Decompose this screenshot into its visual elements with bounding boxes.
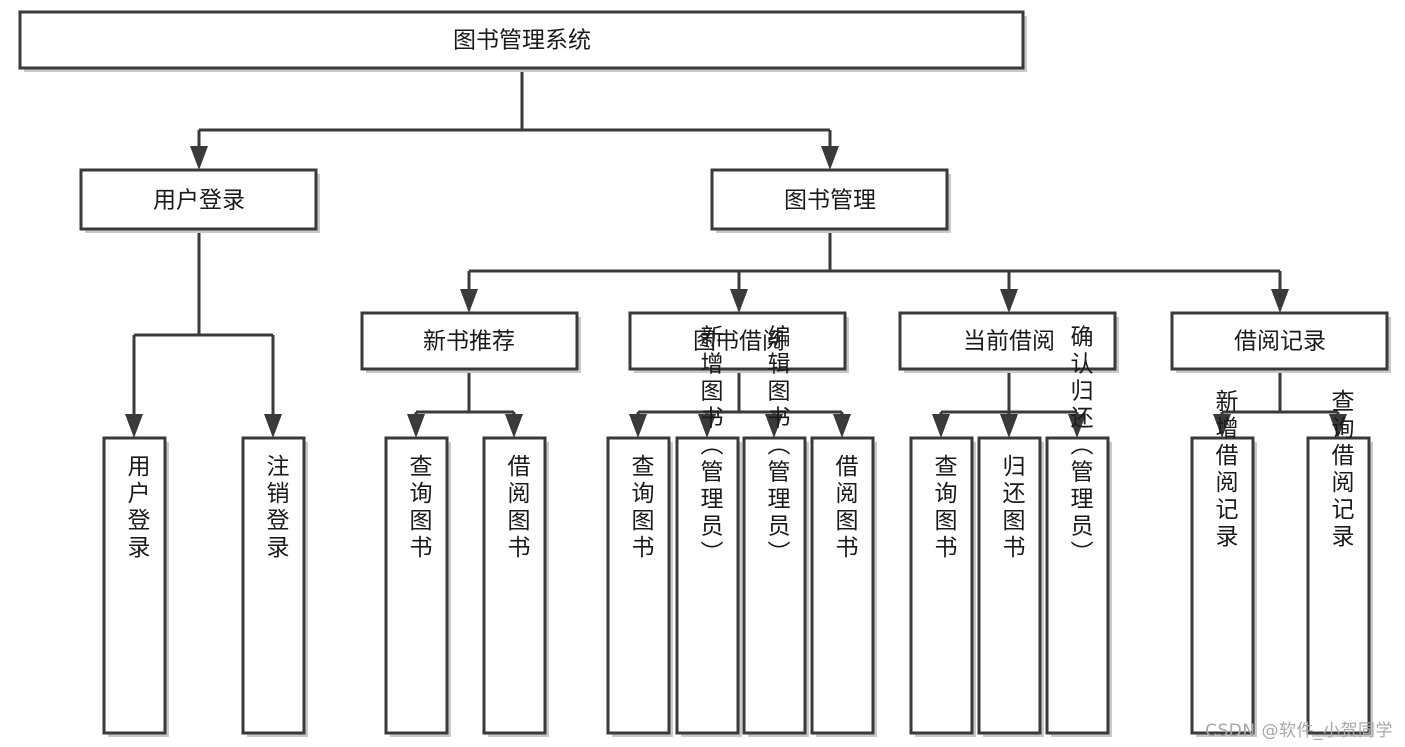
leaf-borrow-record-0-label: 新增借阅记录 [1211,389,1239,551]
arrow-to-user-login-icon [190,146,208,170]
arrow-new-book-leaf-0-icon [407,414,425,438]
node-root-label: 图书管理系统 [453,28,591,54]
leaf-new-book-0[interactable]: 查询图书 [384,436,451,737]
leaf-book-borrow-2[interactable]: 编辑图书（管理员） [742,325,809,738]
leaf-book-borrow-1[interactable]: 新增图书（管理员） [675,325,742,738]
leaf-user-login-0-label: 用户登录 [123,454,151,562]
node-current-borrow-box [898,311,1117,371]
leaf-current-borrow-2-label: 确认归还（管理员） [1066,325,1094,568]
node-current-borrow-label: 当前借阅 [963,329,1055,355]
leaf-current-borrow-1[interactable]: 归还图书 [977,436,1044,737]
node-book-management[interactable]: 图书管理 [710,168,951,233]
node-book-borrow-box [628,311,847,371]
node-user-login-box [79,168,318,231]
arrow-to-book-mgmt-icon [821,146,839,170]
leaf-new-book-1-box [482,436,547,735]
connector-layer [125,68,1347,438]
leaf-user-login-0-box [102,436,167,735]
leaf-book-borrow-1-box [675,436,740,735]
leaf-current-borrow-0-label: 查询图书 [930,454,958,562]
leaf-user-login-1-box [241,436,306,735]
leaf-new-book-1[interactable]: 借阅图书 [482,436,549,737]
arrow-to-current-borrow-icon [1000,289,1018,313]
arrow-current-borrow-leaf-0-icon [932,414,950,438]
leaf-borrow-record-1[interactable]: 查询借阅记录 [1306,389,1373,737]
node-borrow-record-box [1170,311,1389,371]
leaf-borrow-record-0-box [1190,436,1255,735]
leaf-current-borrow-0-box [909,436,974,735]
arrow-current-borrow-leaf-1-icon [1000,414,1018,438]
leaf-current-borrow-1-box [977,436,1042,735]
node-new-book-recommend-box [360,311,579,371]
node-borrow-record-label: 借阅记录 [1234,329,1326,355]
leaf-user-login-0[interactable]: 用户登录 [102,436,169,737]
arrow-new-book-leaf-1-icon [505,414,523,438]
arrow-user-login-leaf-1-icon [264,414,282,438]
arrow-book-borrow-leaf-1-icon [698,414,716,438]
node-book-management-label: 图书管理 [784,188,876,214]
node-root-box [18,10,1025,70]
arrow-user-login-leaf-0-icon [125,414,143,438]
arrow-to-new-book-icon [460,289,478,313]
leaf-current-borrow-2[interactable]: 确认归还（管理员） [1045,325,1112,738]
leaf-new-book-0-label: 查询图书 [405,454,433,562]
leaf-book-borrow-3-box [810,436,875,735]
leaf-current-borrow-0[interactable]: 查询图书 [909,436,976,737]
leaf-borrow-record-1-box [1306,436,1371,735]
node-user-login-label: 用户登录 [153,188,245,214]
leaf-new-book-1-label: 借阅图书 [503,454,531,562]
leaf-borrow-record-0[interactable]: 新增借阅记录 [1190,389,1257,737]
arrow-book-borrow-leaf-2-icon [765,414,783,438]
arrow-current-borrow-leaf-2-icon [1068,414,1086,438]
leaf-book-borrow-0[interactable]: 查询图书 [606,436,673,737]
leaf-book-borrow-0-box [606,436,671,735]
leaf-user-login-1[interactable]: 注销登录 [241,436,308,737]
leaf-book-borrow-3[interactable]: 借阅图书 [810,436,877,737]
node-root[interactable]: 图书管理系统 [18,10,1027,72]
leaf-borrow-record-1-label: 查询借阅记录 [1327,389,1355,551]
node-current-borrow[interactable]: 当前借阅 [898,311,1119,373]
leaf-book-borrow-2-label: 编辑图书（管理员） [763,325,791,568]
arrow-book-borrow-leaf-0-icon [629,414,647,438]
arrow-to-borrow-record-icon [1271,289,1289,313]
node-book-borrow[interactable]: 图书借阅 [628,311,849,373]
node-user-login[interactable]: 用户登录 [79,168,320,233]
arrow-to-book-borrow-icon [730,289,748,313]
arrow-borrow-record-leaf-1-icon [1329,414,1347,438]
node-book-management-box [710,168,949,231]
leaf-book-borrow-2-box [742,436,807,735]
leaf-current-borrow-2-box [1045,436,1110,735]
leaf-book-borrow-3-label: 借阅图书 [831,454,859,562]
leaf-current-borrow-1-label: 归还图书 [998,454,1026,562]
leaf-new-book-0-box [384,436,449,735]
leaf-user-login-1-label: 注销登录 [262,454,290,562]
leaf-book-borrow-1-label: 新增图书（管理员） [696,325,724,568]
leaf-book-borrow-0-label: 查询图书 [627,454,655,562]
node-borrow-record[interactable]: 借阅记录 [1170,311,1391,373]
node-book-borrow-label: 图书借阅 [693,329,785,355]
node-new-book-recommend-label: 新书推荐 [423,329,515,355]
arrow-book-borrow-leaf-3-icon [833,414,851,438]
arrow-borrow-record-leaf-0-icon [1213,414,1231,438]
node-new-book-recommend[interactable]: 新书推荐 [360,311,581,373]
